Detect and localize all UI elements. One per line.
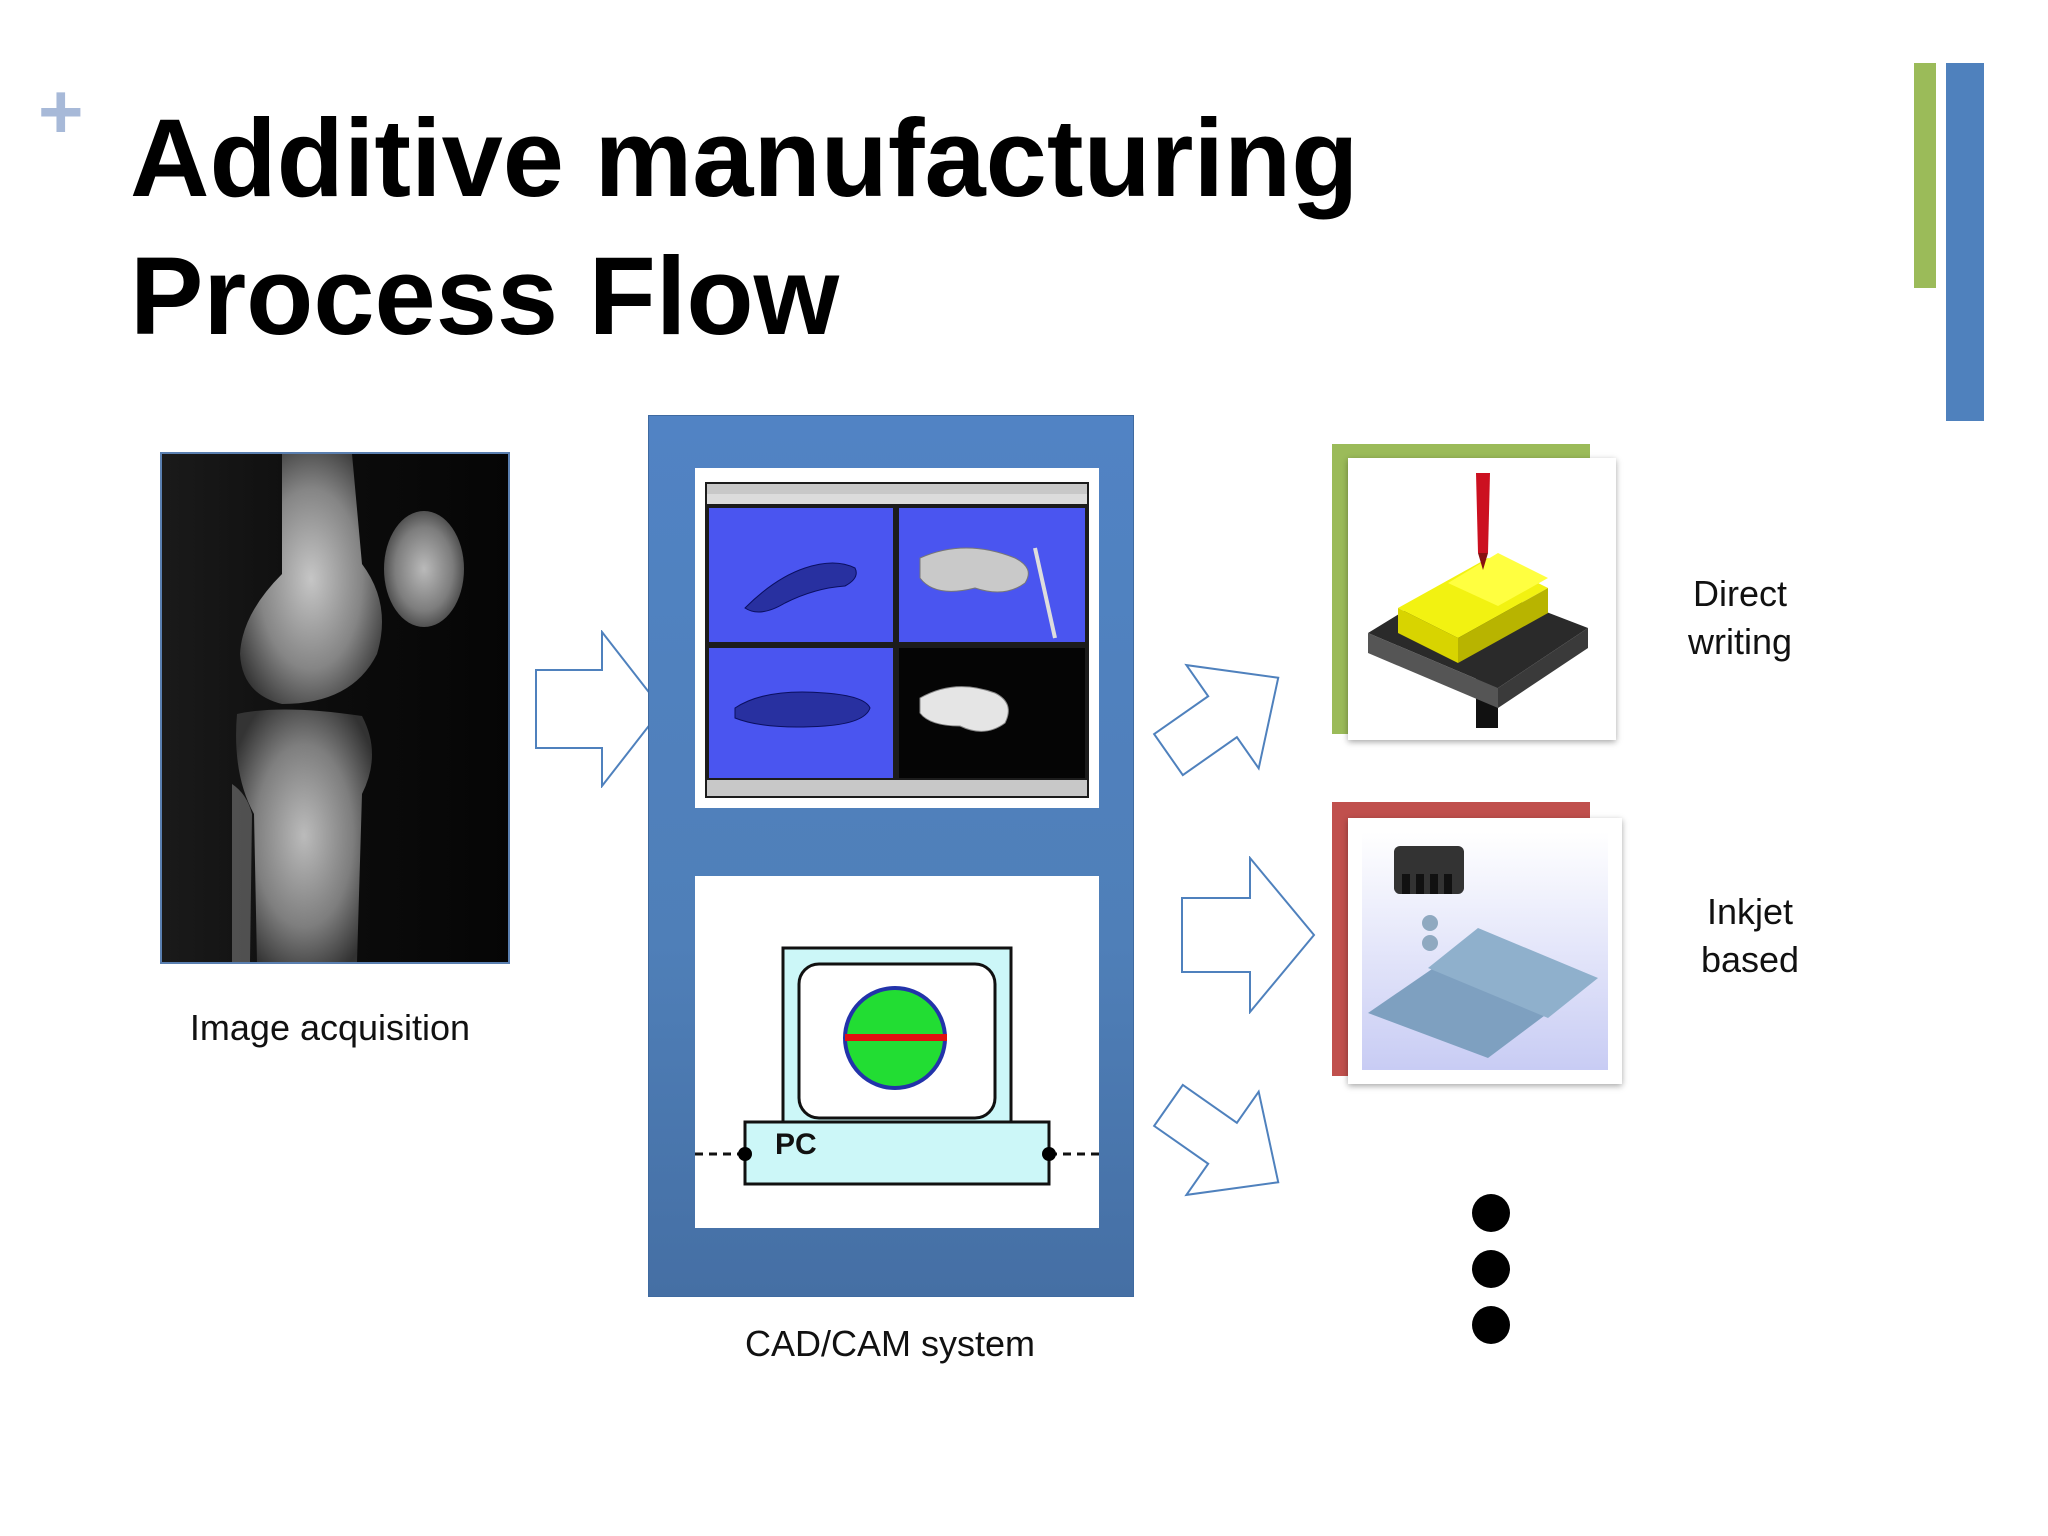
pc-label: PC bbox=[775, 1128, 817, 1161]
cad-software-panel bbox=[695, 468, 1099, 808]
inkjet-line-2: based bbox=[1700, 939, 1800, 980]
cad-cam-box: PC bbox=[648, 415, 1134, 1297]
up-right-arrow-icon bbox=[1152, 663, 1280, 777]
accent-bar-green bbox=[1914, 63, 1936, 288]
direct-writing-image bbox=[1348, 458, 1616, 740]
image-acquisition-label: Image acquisition bbox=[189, 1007, 471, 1048]
inkjet-line-1: Inkjet bbox=[1706, 891, 1794, 932]
pc-diagram-panel: PC bbox=[695, 876, 1099, 1228]
title-line-1: Additive manufacturing bbox=[130, 97, 1359, 220]
direct-writing-line-2: writing bbox=[1687, 621, 1793, 662]
cad-cam-label: CAD/CAM system bbox=[744, 1323, 1036, 1364]
pc-diagram bbox=[695, 946, 1099, 1186]
right-arrow-middle-icon bbox=[1181, 856, 1316, 1014]
plus-icon: + bbox=[38, 67, 84, 155]
xray-drawing bbox=[162, 454, 508, 962]
title-line-2: Process Flow bbox=[130, 235, 840, 358]
accent-bar-blue bbox=[1946, 63, 1984, 421]
direct-writing-line-1: Direct bbox=[1692, 573, 1787, 614]
inkjet-illustration bbox=[1362, 832, 1608, 1070]
ellipsis-dot-2 bbox=[1472, 1250, 1510, 1288]
inkjet-image bbox=[1348, 818, 1622, 1084]
right-arrow-icon bbox=[535, 630, 664, 788]
cad-software-screenshot bbox=[705, 482, 1089, 798]
ellipsis-dot-1 bbox=[1472, 1194, 1510, 1232]
down-right-arrow-icon bbox=[1152, 1083, 1280, 1197]
inkjet-label: Inkjet based bbox=[1650, 888, 1850, 984]
direct-writing-illustration bbox=[1368, 473, 1588, 728]
knee-xray-image bbox=[160, 452, 510, 964]
slide-title: Additive manufacturing Process Flow bbox=[130, 90, 1358, 366]
direct-writing-label: Direct writing bbox=[1640, 570, 1840, 666]
ellipsis-dot-3 bbox=[1472, 1306, 1510, 1344]
